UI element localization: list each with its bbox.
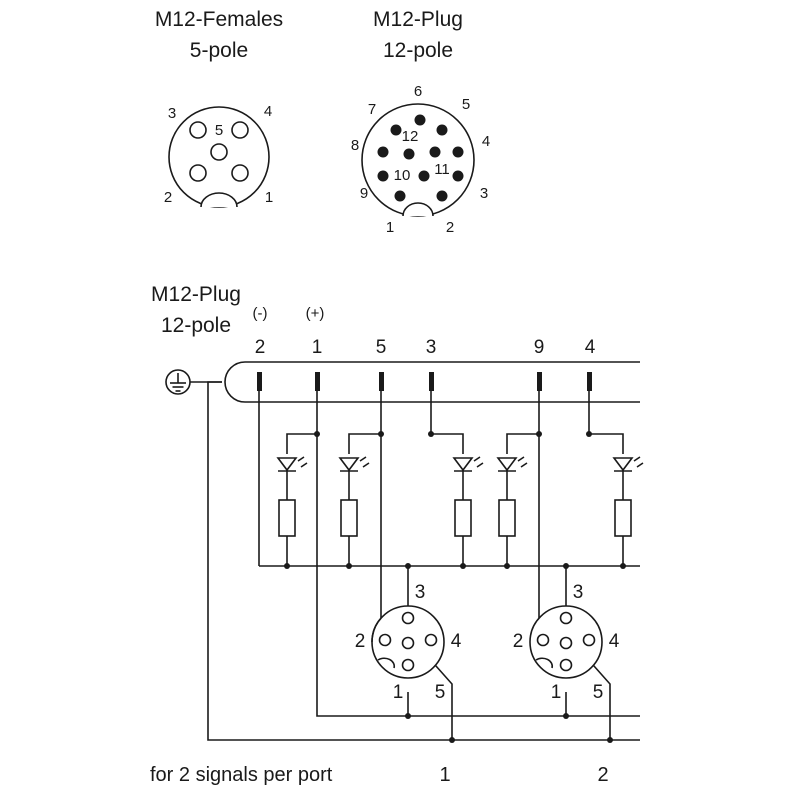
plug-pin-11	[429, 146, 441, 158]
plug-pin-7	[390, 124, 402, 136]
wire-number-1: 1	[312, 337, 323, 358]
port2-pin-4	[582, 633, 596, 647]
plug-pin-label-4: 4	[482, 133, 490, 150]
port-number-2: 2	[597, 764, 608, 786]
resistor-icon	[498, 499, 516, 537]
female-pin-label-3: 3	[168, 105, 176, 122]
port1-pin-label-1: 1	[393, 682, 404, 703]
cable-conductors	[257, 372, 592, 391]
wire-number-5: 5	[376, 337, 387, 358]
plug-pin-4	[452, 146, 464, 158]
port1-pin-label-2: 2	[355, 631, 366, 652]
plug-pin-10	[418, 170, 430, 182]
schematic-plug-title: M12-Plug	[151, 283, 241, 306]
plus-polarity-label: (+)	[306, 305, 325, 322]
led-icon	[496, 456, 528, 472]
female-pin-5	[210, 143, 228, 161]
female-connector-key	[200, 192, 238, 208]
wire-number-2: 2	[255, 337, 266, 358]
plug-connector-title: M12-Plug	[373, 8, 463, 31]
port2-pin-label-3: 3	[573, 582, 584, 603]
plug-connector-subtitle: 12-pole	[383, 39, 453, 62]
socket-icon	[529, 605, 603, 679]
port2-pin-2	[536, 633, 550, 647]
cable-sheath	[224, 361, 640, 403]
port1-pin-label-4: 4	[451, 631, 462, 652]
plug-pin-2	[436, 190, 448, 202]
plug-pin-6	[414, 114, 426, 126]
female-pin-2	[189, 164, 207, 182]
resistor-icon	[340, 499, 358, 537]
minus-polarity-label: (-)	[253, 305, 268, 322]
port1-pin-4	[424, 633, 438, 647]
plug-pin-label-7: 7	[368, 101, 376, 118]
plug-pin-label-8: 8	[351, 137, 359, 154]
female-pin-label-4: 4	[264, 103, 272, 120]
port1-pin-3	[401, 611, 415, 625]
socket-icon	[371, 605, 445, 679]
ground-symbol-icon	[165, 369, 191, 395]
plug-pin-3	[452, 170, 464, 182]
plug-pin-label-11: 11	[434, 161, 450, 178]
plug-connector-key	[402, 202, 434, 217]
port1-pin-label-5: 5	[435, 682, 446, 703]
port-number-1: 1	[439, 764, 450, 786]
led-icon	[276, 456, 308, 472]
plug-pin-label-3: 3	[480, 185, 488, 202]
female-connector-title: M12-Females	[155, 8, 283, 31]
port2-pin-5	[559, 636, 573, 650]
wiring	[207, 381, 640, 743]
port2-pin-label-1: 1	[551, 682, 562, 703]
plug-pin-label-2: 2	[446, 219, 454, 236]
plug-pin-label-5: 5	[462, 96, 470, 113]
female-connector-face: M12-Females 5-pole 3 4 5 2 1	[155, 8, 283, 208]
schematic-plug-subtitle: 12-pole	[161, 314, 231, 337]
plug-pin-label-6: 6	[414, 83, 422, 100]
footer-label: for 2 signals per port	[150, 764, 333, 786]
led-icon	[452, 456, 484, 472]
wire-number-4: 4	[585, 337, 596, 358]
plug-pin-9	[377, 170, 389, 182]
plug-pin-5	[436, 124, 448, 136]
port2-pin-label-4: 4	[609, 631, 620, 652]
plug-pin-8	[377, 146, 389, 158]
female-pin-3	[189, 121, 207, 139]
led-icon	[338, 456, 370, 472]
port2-pin-1	[559, 658, 573, 672]
plug-pin-label-12: 12	[402, 128, 419, 145]
female-connector-subtitle: 5-pole	[190, 39, 248, 62]
female-pin-label-2: 2	[164, 189, 172, 206]
plug-pin-label-1: 1	[386, 219, 394, 236]
female-pin-1	[231, 164, 249, 182]
port1-pin-label-3: 3	[415, 582, 426, 603]
plug-pin-label-9: 9	[360, 185, 368, 202]
plug-pin-12	[403, 148, 415, 160]
female-pin-label-1: 1	[265, 189, 273, 206]
port2-pin-label-2: 2	[513, 631, 524, 652]
port1-pin-1	[401, 658, 415, 672]
female-pin-4	[231, 121, 249, 139]
resistor-icon	[278, 499, 296, 537]
port2-pin-3	[559, 611, 573, 625]
resistor-icon	[454, 499, 472, 537]
wire-number-3: 3	[426, 337, 437, 358]
plug-pin-1	[394, 190, 406, 202]
female-pin-label-5: 5	[215, 122, 223, 139]
port1-pin-2	[378, 633, 392, 647]
plug-connector-face: M12-Plug 12-pole 6 7 5 8 4 12 11 10 9 3 …	[351, 8, 490, 236]
plug-pin-label-10: 10	[394, 167, 411, 184]
port1-pin-5	[401, 636, 415, 650]
wire-number-9: 9	[534, 337, 545, 358]
port2-pin-label-5: 5	[593, 682, 604, 703]
resistor-icon	[614, 499, 632, 537]
led-icon	[612, 456, 644, 472]
